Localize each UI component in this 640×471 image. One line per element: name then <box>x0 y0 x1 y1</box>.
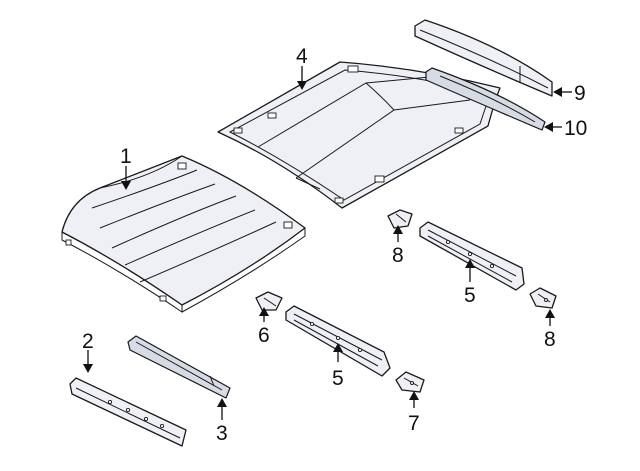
callout-10: 10 <box>564 117 587 140</box>
callout-9: 9 <box>574 82 586 105</box>
rear-header <box>69 377 187 447</box>
bracket-upper <box>387 209 413 229</box>
callout-5-lower: 5 <box>332 367 344 390</box>
leader-lines <box>83 66 572 420</box>
roof-bow-upper <box>419 221 525 291</box>
front-header <box>414 19 553 97</box>
header-reinforcement <box>425 67 546 131</box>
callout-3: 3 <box>216 422 228 445</box>
callout-labels: 1 2 3 4 5 5 6 7 8 8 9 10 <box>82 45 587 445</box>
callout-6: 6 <box>258 324 270 347</box>
roof-bow-lower <box>285 305 391 377</box>
rear-reinforcement <box>127 335 231 399</box>
callout-8-right: 8 <box>544 328 556 351</box>
callout-4: 4 <box>296 45 308 68</box>
callout-2: 2 <box>82 330 94 353</box>
bracket-6 <box>255 291 283 311</box>
bracket-right <box>529 287 557 309</box>
callout-1: 1 <box>120 145 132 168</box>
callout-5-upper: 5 <box>464 284 476 307</box>
callout-7: 7 <box>408 412 420 435</box>
callout-8-upper: 8 <box>392 244 404 267</box>
bracket-7 <box>395 371 425 393</box>
roof-panel <box>61 155 306 313</box>
